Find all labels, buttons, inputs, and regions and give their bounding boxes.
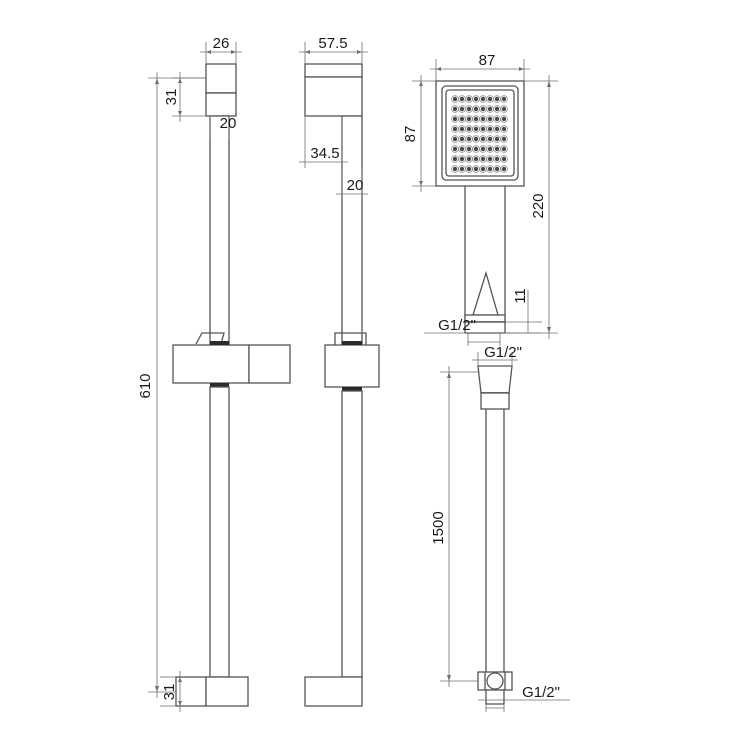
side-top-cap-body <box>304 76 363 117</box>
side-slider-lever <box>334 332 367 345</box>
dim-label-g12-hose-top: G1/2" <box>484 344 522 361</box>
dim-arrow-87h-top <box>419 81 423 86</box>
dim-label-20-front: 20 <box>220 115 237 132</box>
dim-arrow-31top-upper <box>178 78 182 83</box>
dim-arrow-220-bottom <box>547 327 551 333</box>
dim-arrow-610-bottom <box>155 686 159 692</box>
nozzle-row <box>451 115 508 123</box>
rail-top-cap <box>205 63 237 94</box>
dim-arrow-1500-bottom <box>447 675 451 681</box>
nozzle-row <box>451 165 508 173</box>
dim-arrow-87w-right <box>519 67 524 71</box>
dim-arrow-87w-left <box>436 67 441 71</box>
hose-bottom-tail <box>485 689 505 705</box>
dim-label-11: 11 <box>512 288 529 304</box>
rail-slider-lever <box>195 332 225 345</box>
dim-arrow-31top-lower <box>178 111 182 116</box>
hose-nut-bore <box>486 672 504 690</box>
rail-tube-upper <box>209 115 230 346</box>
dim-label-87-width: 87 <box>479 52 496 69</box>
dim-arrow-575-right <box>357 50 362 54</box>
shower-head-nozzle-grid <box>451 95 508 173</box>
dim-arrow-575-left <box>305 50 310 54</box>
dim-label-31-top: 31 <box>163 89 180 106</box>
side-slider-body <box>324 344 380 388</box>
dim-label-g12-handle: G1/2" <box>438 317 476 334</box>
dim-label-220: 220 <box>530 193 547 218</box>
nozzle-row <box>451 135 508 143</box>
hose-top-collar <box>480 392 510 410</box>
side-top-cap-upper <box>304 63 363 78</box>
side-slider-bottom-seal <box>342 387 362 391</box>
dim-arrow-1500-top <box>447 372 451 378</box>
dim-label-31-bottom: 31 <box>161 684 178 701</box>
dim-label-345: 34.5 <box>310 145 339 162</box>
hose-top-fitting <box>477 365 513 394</box>
shower-head-outer <box>435 80 525 187</box>
nozzle-row <box>451 125 508 133</box>
dim-label-610: 610 <box>137 373 154 398</box>
dim-label-26: 26 <box>213 35 230 52</box>
dim-label-575: 57.5 <box>318 35 347 52</box>
nozzle-row <box>451 155 508 163</box>
rail-slider-holder <box>248 344 291 384</box>
nozzle-row <box>451 95 508 103</box>
dim-arrow-26-right <box>231 50 236 54</box>
dim-arrow-87h-bottom <box>419 181 423 186</box>
rail-slider-body <box>172 344 250 384</box>
dim-label-20-side: 20 <box>347 177 364 194</box>
side-rail-tube-upper <box>341 115 363 346</box>
shower-handle-cone <box>472 270 499 316</box>
rail-slider-top-seal <box>210 341 229 345</box>
dim-arrow-31bot-upper <box>178 677 182 682</box>
shower-hose-view: G1/2" 1500 G1/2" <box>430 344 570 712</box>
nozzle-row <box>451 105 508 113</box>
side-rail-tube-lower <box>341 390 363 678</box>
rail-top-bracket <box>205 92 237 117</box>
hose-bottom-nut <box>477 671 513 691</box>
rail-tube-lower <box>209 386 230 678</box>
dim-label-87-height: 87 <box>402 126 419 143</box>
dim-arrow-610-top <box>155 78 159 84</box>
dim-arrow-31bot-lower <box>178 701 182 706</box>
slide-rail-front-view: 26 31 20 610 31 <box>137 35 291 712</box>
nozzle-row <box>451 145 508 153</box>
dim-label-1500: 1500 <box>430 511 447 544</box>
dim-arrow-26-left <box>206 50 211 54</box>
shower-head-faceplate <box>441 85 519 181</box>
rail-slider-bottom-seal <box>210 383 229 387</box>
rail-bottom-cap <box>205 676 249 707</box>
slide-rail-side-view: 57.5 34.5 20 <box>299 35 380 707</box>
shower-head-face-inner <box>445 89 515 177</box>
side-slider-top-seal <box>342 341 362 345</box>
dim-label-g12-hose-bottom: G1/2" <box>522 684 560 701</box>
side-bottom-cap <box>304 676 363 707</box>
dim-arrow-220-top <box>547 81 551 87</box>
hand-shower-view: 87 87 220 11 G1/2" <box>402 52 558 346</box>
